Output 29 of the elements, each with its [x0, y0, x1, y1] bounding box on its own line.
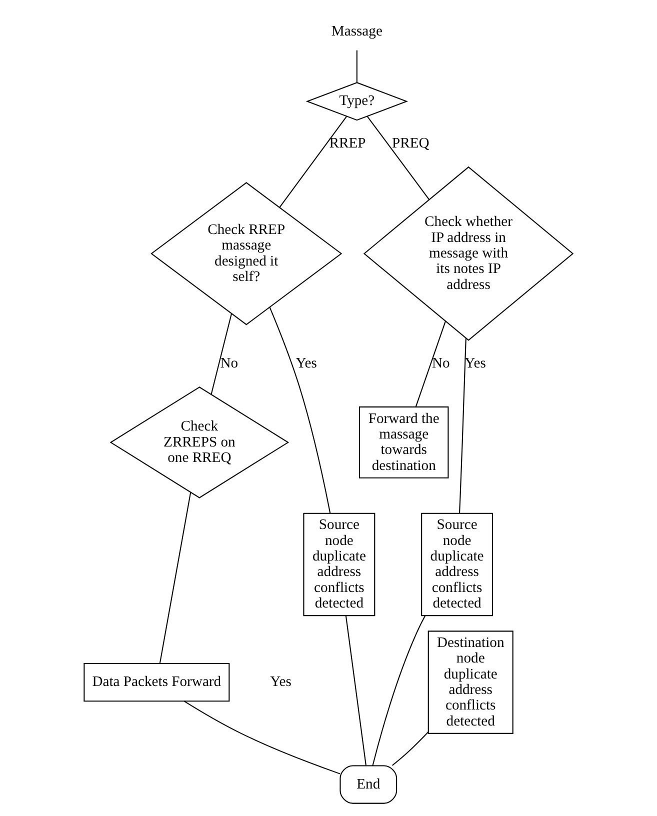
edge-label: Yes — [296, 356, 317, 372]
node-diamond: Check ZRREPS on one RREQ — [110, 386, 290, 498]
node-box: Source node duplicate address conflicts detected — [421, 512, 494, 616]
node-box: Source node duplicate address conflicts detected — [303, 512, 376, 616]
edge-label: RREP — [329, 135, 366, 152]
connector — [392, 732, 429, 766]
edge-label: No — [432, 356, 450, 372]
node-box: Destination node duplicate address conflicts detected — [428, 630, 514, 734]
label: Yes — [270, 674, 292, 690]
connector — [269, 306, 331, 514]
node-text: Massage — [331, 23, 382, 40]
connector — [279, 116, 347, 208]
edge-label: PREQ — [392, 135, 430, 152]
connector — [210, 314, 232, 394]
edge-label: No — [220, 356, 238, 372]
connector — [345, 616, 366, 766]
node-box: Forward the massage towards destination — [359, 406, 449, 478]
node-diamond: Type? — [306, 82, 408, 121]
connector — [184, 700, 340, 774]
node-diamond: Check RREP massage designed it self? — [150, 182, 342, 326]
connector — [415, 321, 446, 407]
connector — [372, 616, 426, 766]
connector — [459, 338, 466, 514]
node-box: End — [340, 765, 398, 804]
connector — [356, 50, 358, 82]
connector — [366, 116, 430, 200]
node-diamond: Check whether IP address in message with its notes IP address — [363, 166, 574, 341]
node-box: Data Packets Forward — [84, 663, 230, 702]
connector — [159, 492, 192, 664]
